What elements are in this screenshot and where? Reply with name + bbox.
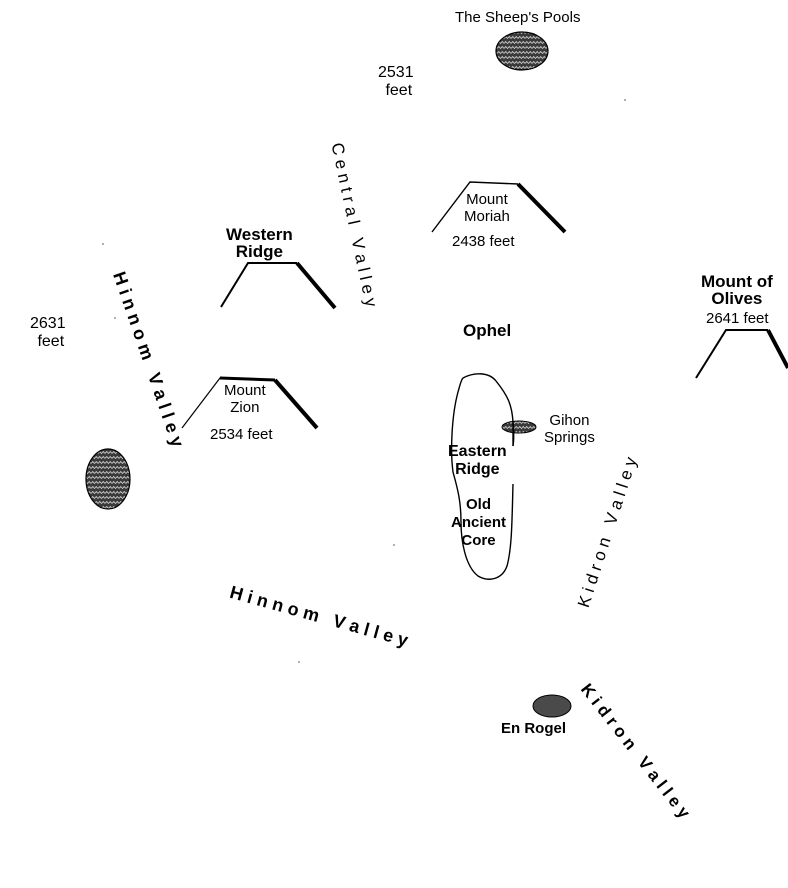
eastern-ridge-outline [450, 373, 515, 580]
en-rogel-marker [532, 694, 572, 718]
mount-moriah-line-2: Moriah [464, 208, 510, 225]
elevation-2631-unit: feet [37, 332, 65, 350]
elevation-2631-value: 2631 [30, 315, 66, 332]
eastern-ridge-line-2: Ridge [455, 461, 500, 478]
elevation-2531-value: 2531 [378, 64, 414, 81]
sheeps-pools-label: The Sheep's Pools [455, 9, 581, 26]
gihon-springs-line-1: Gihon [549, 412, 590, 429]
old-ancient-core-line-2: Ancient [451, 514, 507, 531]
gihon-springs-line-2: Springs [544, 429, 595, 446]
eastern-ridge-line-1: Eastern [448, 443, 507, 460]
ophel-label: Ophel [463, 321, 512, 340]
mount-of-olives-label: Mount of Olives [701, 273, 773, 307]
mount-zion-line-2: Zion [230, 399, 260, 416]
mount-of-olives-line-1: Mount of [701, 272, 773, 291]
gihon-springs-marker [501, 420, 537, 434]
elevation-2631-label: 2631 feet [30, 315, 66, 350]
en-rogel-label: En Rogel [501, 720, 567, 737]
elevation-2531-label: 2531 feet [378, 64, 414, 99]
western-ridge-line-1: Western [226, 225, 293, 244]
mount-zion-line-1: Mount [224, 382, 266, 399]
mount-moriah-line-1: Mount [466, 191, 508, 208]
mount-moriah-hill [431, 181, 567, 234]
mount-of-olives-line-2: Olives [711, 289, 763, 308]
gihon-springs-label: Gihon Springs [544, 412, 595, 446]
sheeps-pools-marker [495, 31, 549, 71]
mount-zion-label: Mount Zion [224, 382, 266, 416]
mount-of-olives-hill [695, 329, 788, 379]
west-pool-marker [85, 448, 131, 510]
western-ridge-label: Western Ridge [226, 226, 293, 260]
mount-of-olives-elevation: 2641 feet [706, 310, 769, 327]
old-ancient-core-label: Old Ancient Core [451, 496, 506, 550]
mount-zion-hill [181, 376, 319, 430]
old-ancient-core-line-3: Core [461, 532, 496, 549]
western-ridge-line-2: Ridge [235, 242, 283, 261]
old-ancient-core-line-1: Old [466, 496, 491, 513]
mount-moriah-elevation: 2438 feet [452, 233, 515, 250]
mount-moriah-label: Mount Moriah [464, 191, 510, 225]
western-ridge-hill [220, 261, 337, 310]
eastern-ridge-label: Eastern Ridge [448, 443, 507, 479]
elevation-2531-unit: feet [385, 81, 413, 99]
mount-zion-elevation: 2534 feet [210, 426, 273, 443]
